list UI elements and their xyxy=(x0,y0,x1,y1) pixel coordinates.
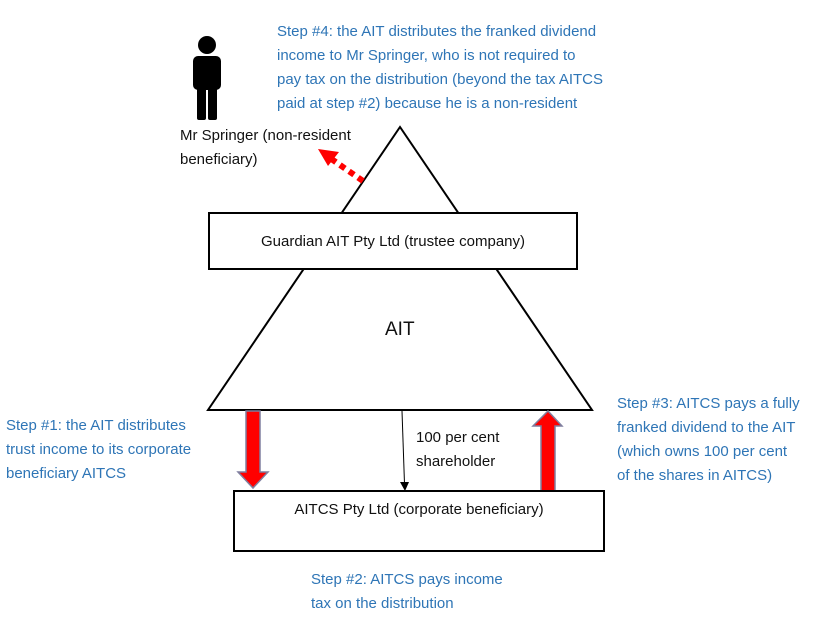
trustee-box-label: Guardian AIT Pty Ltd (trustee company) xyxy=(260,232,526,250)
step3-line: of the shares in AITCS) xyxy=(617,467,773,484)
step1-line: beneficiary AITCS xyxy=(6,465,127,482)
shareholder-line: 100 per cent xyxy=(416,429,500,446)
corporate-beneficiary-box: AITCS Pty Ltd (corporate beneficiary) xyxy=(233,490,605,552)
step1-line: Step #1: the AIT distributes xyxy=(6,417,186,434)
person-silhouette-icon xyxy=(193,36,221,120)
beneficiary-label: Mr Springer (non-resident beneficiary) xyxy=(180,124,351,172)
trust-label: AIT xyxy=(385,319,415,340)
trustee-company-box: Guardian AIT Pty Ltd (trustee company) xyxy=(208,212,578,270)
shareholder-arrow xyxy=(400,410,409,491)
step2-line: tax on the distribution xyxy=(311,595,454,612)
step4-line: Step #4: the AIT distributes the franked… xyxy=(277,23,597,40)
trust-income-down-arrow xyxy=(236,410,270,490)
step4-text: Step #4: the AIT distributes the franked… xyxy=(277,20,603,116)
dividend-up-arrow xyxy=(531,409,564,492)
step3-line: franked dividend to the AIT xyxy=(617,419,796,436)
corporate-box-label: AITCS Pty Ltd (corporate beneficiary) xyxy=(294,500,544,518)
step3-text: Step #3: AITCS pays a fully franked divi… xyxy=(617,392,800,488)
beneficiary-line: Mr Springer (non-resident xyxy=(180,127,351,144)
distribution-to-beneficiary-arrow xyxy=(318,149,365,184)
shareholder-line: shareholder xyxy=(416,453,496,470)
step1-text: Step #1: the AIT distributes trust incom… xyxy=(6,414,191,486)
beneficiary-line: beneficiary) xyxy=(180,151,258,168)
step2-text: Step #2: AITCS pays income tax on the di… xyxy=(311,568,503,616)
step1-line: trust income to its corporate xyxy=(6,441,192,458)
step3-line: (which owns 100 per cent xyxy=(617,443,788,460)
step2-line: Step #2: AITCS pays income xyxy=(311,571,503,588)
step4-line: paid at step #2) because he is a non-res… xyxy=(277,95,578,112)
step4-line: pay tax on the distribution (beyond the … xyxy=(277,71,604,88)
step3-line: Step #3: AITCS pays a fully xyxy=(617,395,800,412)
shareholder-label: 100 per cent shareholder xyxy=(416,426,499,474)
step4-line: income to Mr Springer, who is not requir… xyxy=(277,47,576,64)
